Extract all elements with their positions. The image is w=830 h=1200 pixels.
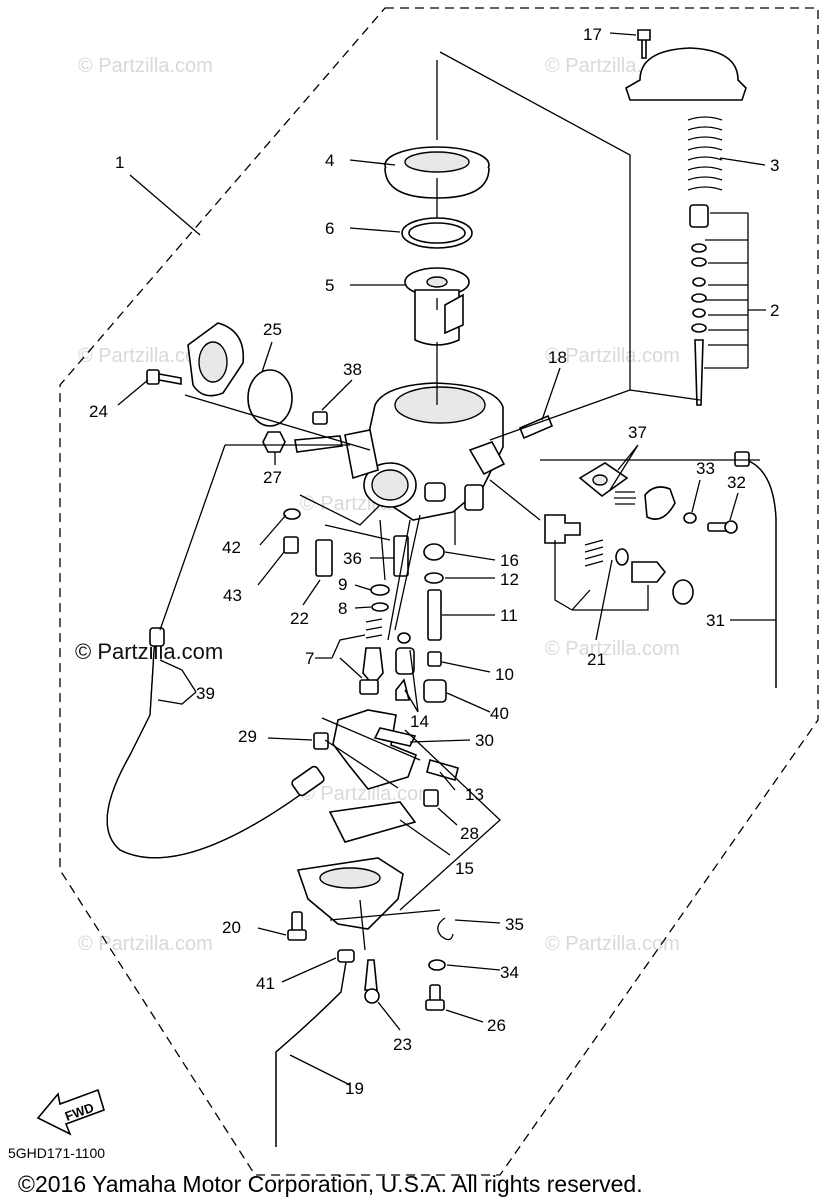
callout-9: 9 — [338, 575, 347, 594]
callout-5: 5 — [325, 276, 334, 295]
callout-7: 7 — [305, 649, 314, 668]
watermark: © Partzilla.com — [300, 783, 435, 805]
callout-37: 37 — [628, 423, 647, 442]
callout-34: 34 — [500, 963, 519, 982]
callout-14: 14 — [410, 712, 429, 731]
watermark: © Partzilla.com — [545, 933, 680, 955]
spring-3 — [687, 116, 723, 191]
callout-23: 23 — [393, 1035, 412, 1054]
callout-24: 24 — [89, 402, 108, 421]
callout-1: 1 — [115, 153, 124, 172]
callout-41: 41 — [256, 974, 275, 993]
callout-32: 32 — [727, 473, 746, 492]
callout-3: 3 — [770, 156, 779, 175]
watermark: © Partzilla.com — [78, 345, 213, 367]
leader-lines — [117, 32, 776, 1086]
callout-11: 11 — [500, 606, 518, 625]
callout-28: 28 — [460, 824, 479, 843]
callout-16: 16 — [500, 551, 519, 570]
callout-27: 27 — [263, 468, 282, 487]
watermark: © Partzilla.com — [545, 638, 680, 660]
callout-42: 42 — [222, 538, 241, 557]
watermark-main: © Partzilla.com — [75, 639, 223, 664]
watermark: © Partzilla.com — [78, 55, 213, 77]
callout-18: 18 — [548, 348, 567, 367]
callout-10: 10 — [495, 665, 514, 684]
callout-39: 39 — [196, 684, 215, 703]
callout-2: 2 — [770, 301, 779, 320]
assembly-boundary — [59, 7, 819, 1176]
callout-31: 31 — [706, 611, 725, 630]
watermark: © Partzilla.com — [78, 933, 213, 955]
callout-17: 17 — [583, 25, 602, 44]
callout-21: 21 — [587, 650, 606, 669]
callout-43: 43 — [223, 586, 242, 605]
callout-38: 38 — [343, 360, 362, 379]
copyright-notice: ©2016 Yamaha Motor Corporation, U.S.A. A… — [18, 1171, 643, 1197]
callout-29: 29 — [238, 727, 257, 746]
watermark: © Partzilla.com — [545, 345, 680, 367]
callout-26: 26 — [487, 1016, 506, 1035]
callout-40: 40 — [490, 704, 509, 723]
diagram-code: 5GHD171-1100 — [8, 1145, 105, 1161]
callout-13: 13 — [465, 785, 484, 804]
callout-labels: 1 2 3 4 5 6 7 8 9 10 11 12 13 14 15 16 1… — [89, 25, 779, 1098]
parts-artwork — [106, 29, 777, 1147]
callout-19: 19 — [345, 1079, 364, 1098]
callout-15: 15 — [455, 859, 474, 878]
callout-30: 30 — [475, 731, 494, 750]
callout-22: 22 — [290, 609, 309, 628]
callout-25: 25 — [263, 320, 282, 339]
callout-6: 6 — [325, 219, 334, 238]
callout-36: 36 — [343, 549, 362, 568]
carburetor-body — [344, 382, 506, 521]
callout-35: 35 — [505, 915, 524, 934]
callout-20: 20 — [222, 918, 241, 937]
fwd-arrow-icon: FWD — [36, 1088, 105, 1136]
callout-12: 12 — [500, 570, 519, 589]
callout-33: 33 — [696, 459, 715, 478]
callout-4: 4 — [325, 151, 334, 170]
callout-8: 8 — [338, 599, 347, 618]
